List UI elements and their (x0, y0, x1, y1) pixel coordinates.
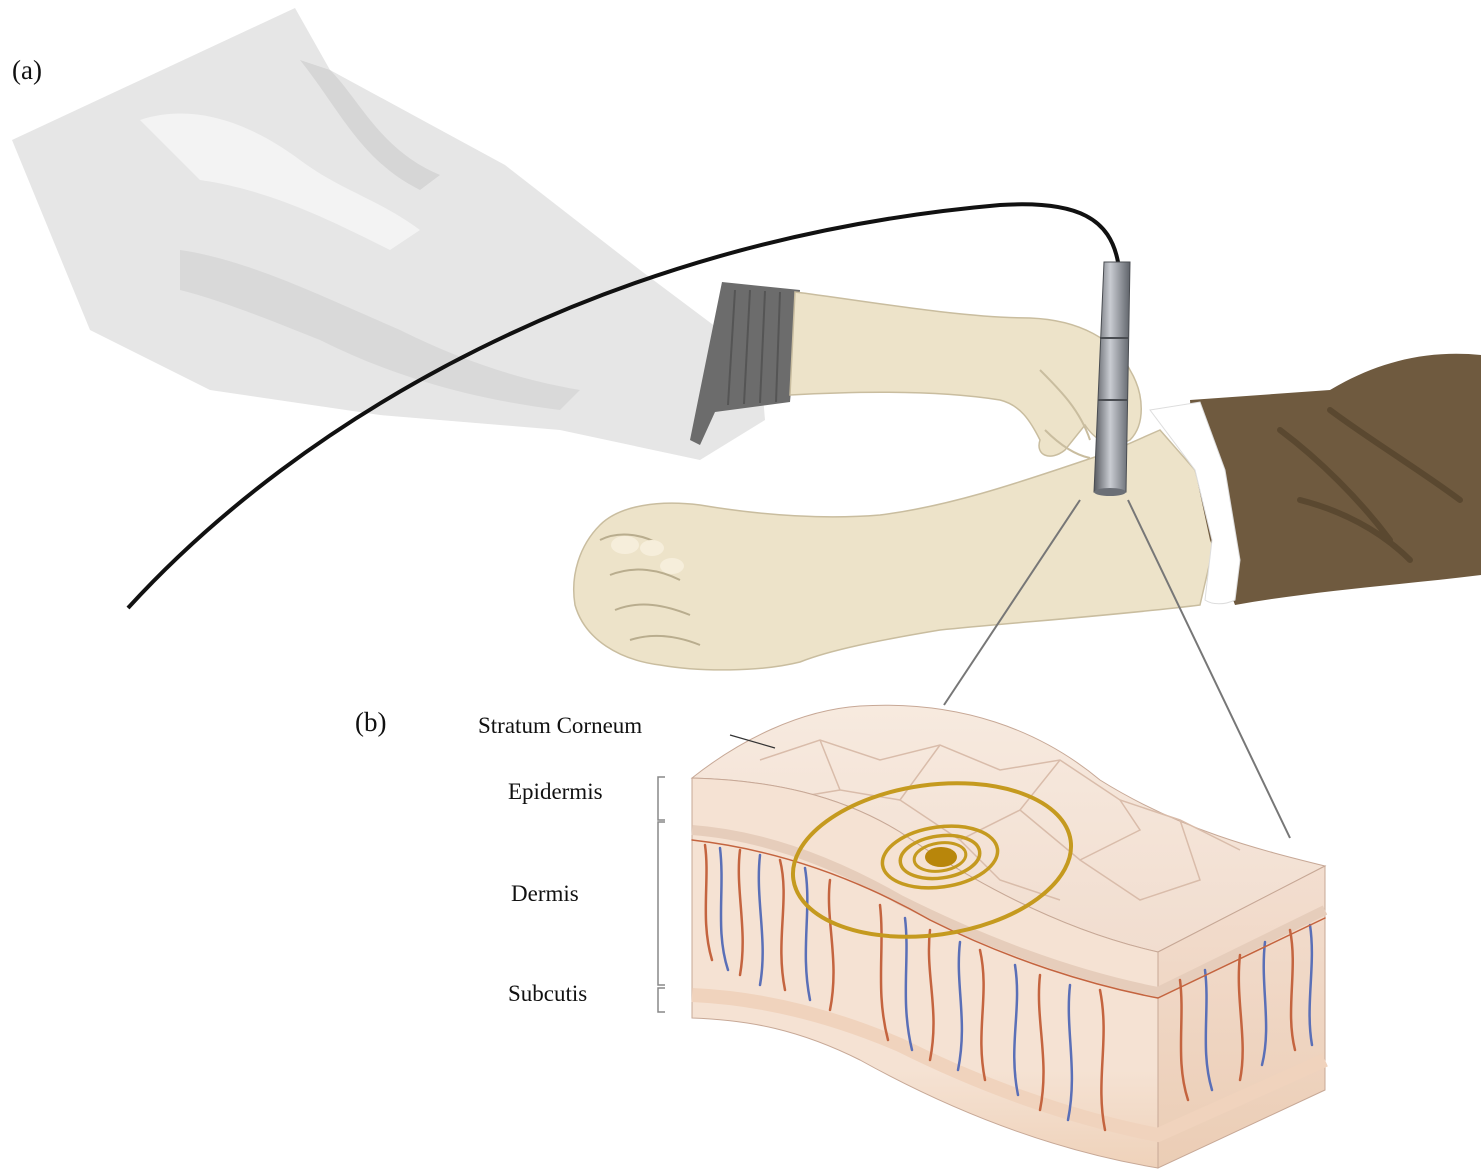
label-epidermis: Epidermis (508, 780, 603, 803)
label-stratum-corneum: Stratum Corneum (478, 714, 642, 737)
lab-coat-sleeve (12, 8, 765, 460)
panel-label-a: (a) (12, 57, 42, 84)
wave-center (925, 847, 957, 867)
label-subcutis: Subcutis (508, 982, 587, 1005)
panel-label-b: (b) (355, 709, 386, 736)
layer-brackets (658, 777, 665, 1012)
skin-cross-section (692, 705, 1325, 1168)
probe (1094, 262, 1130, 496)
examiner-gloved-hand (790, 292, 1141, 458)
label-dermis: Dermis (511, 882, 579, 905)
